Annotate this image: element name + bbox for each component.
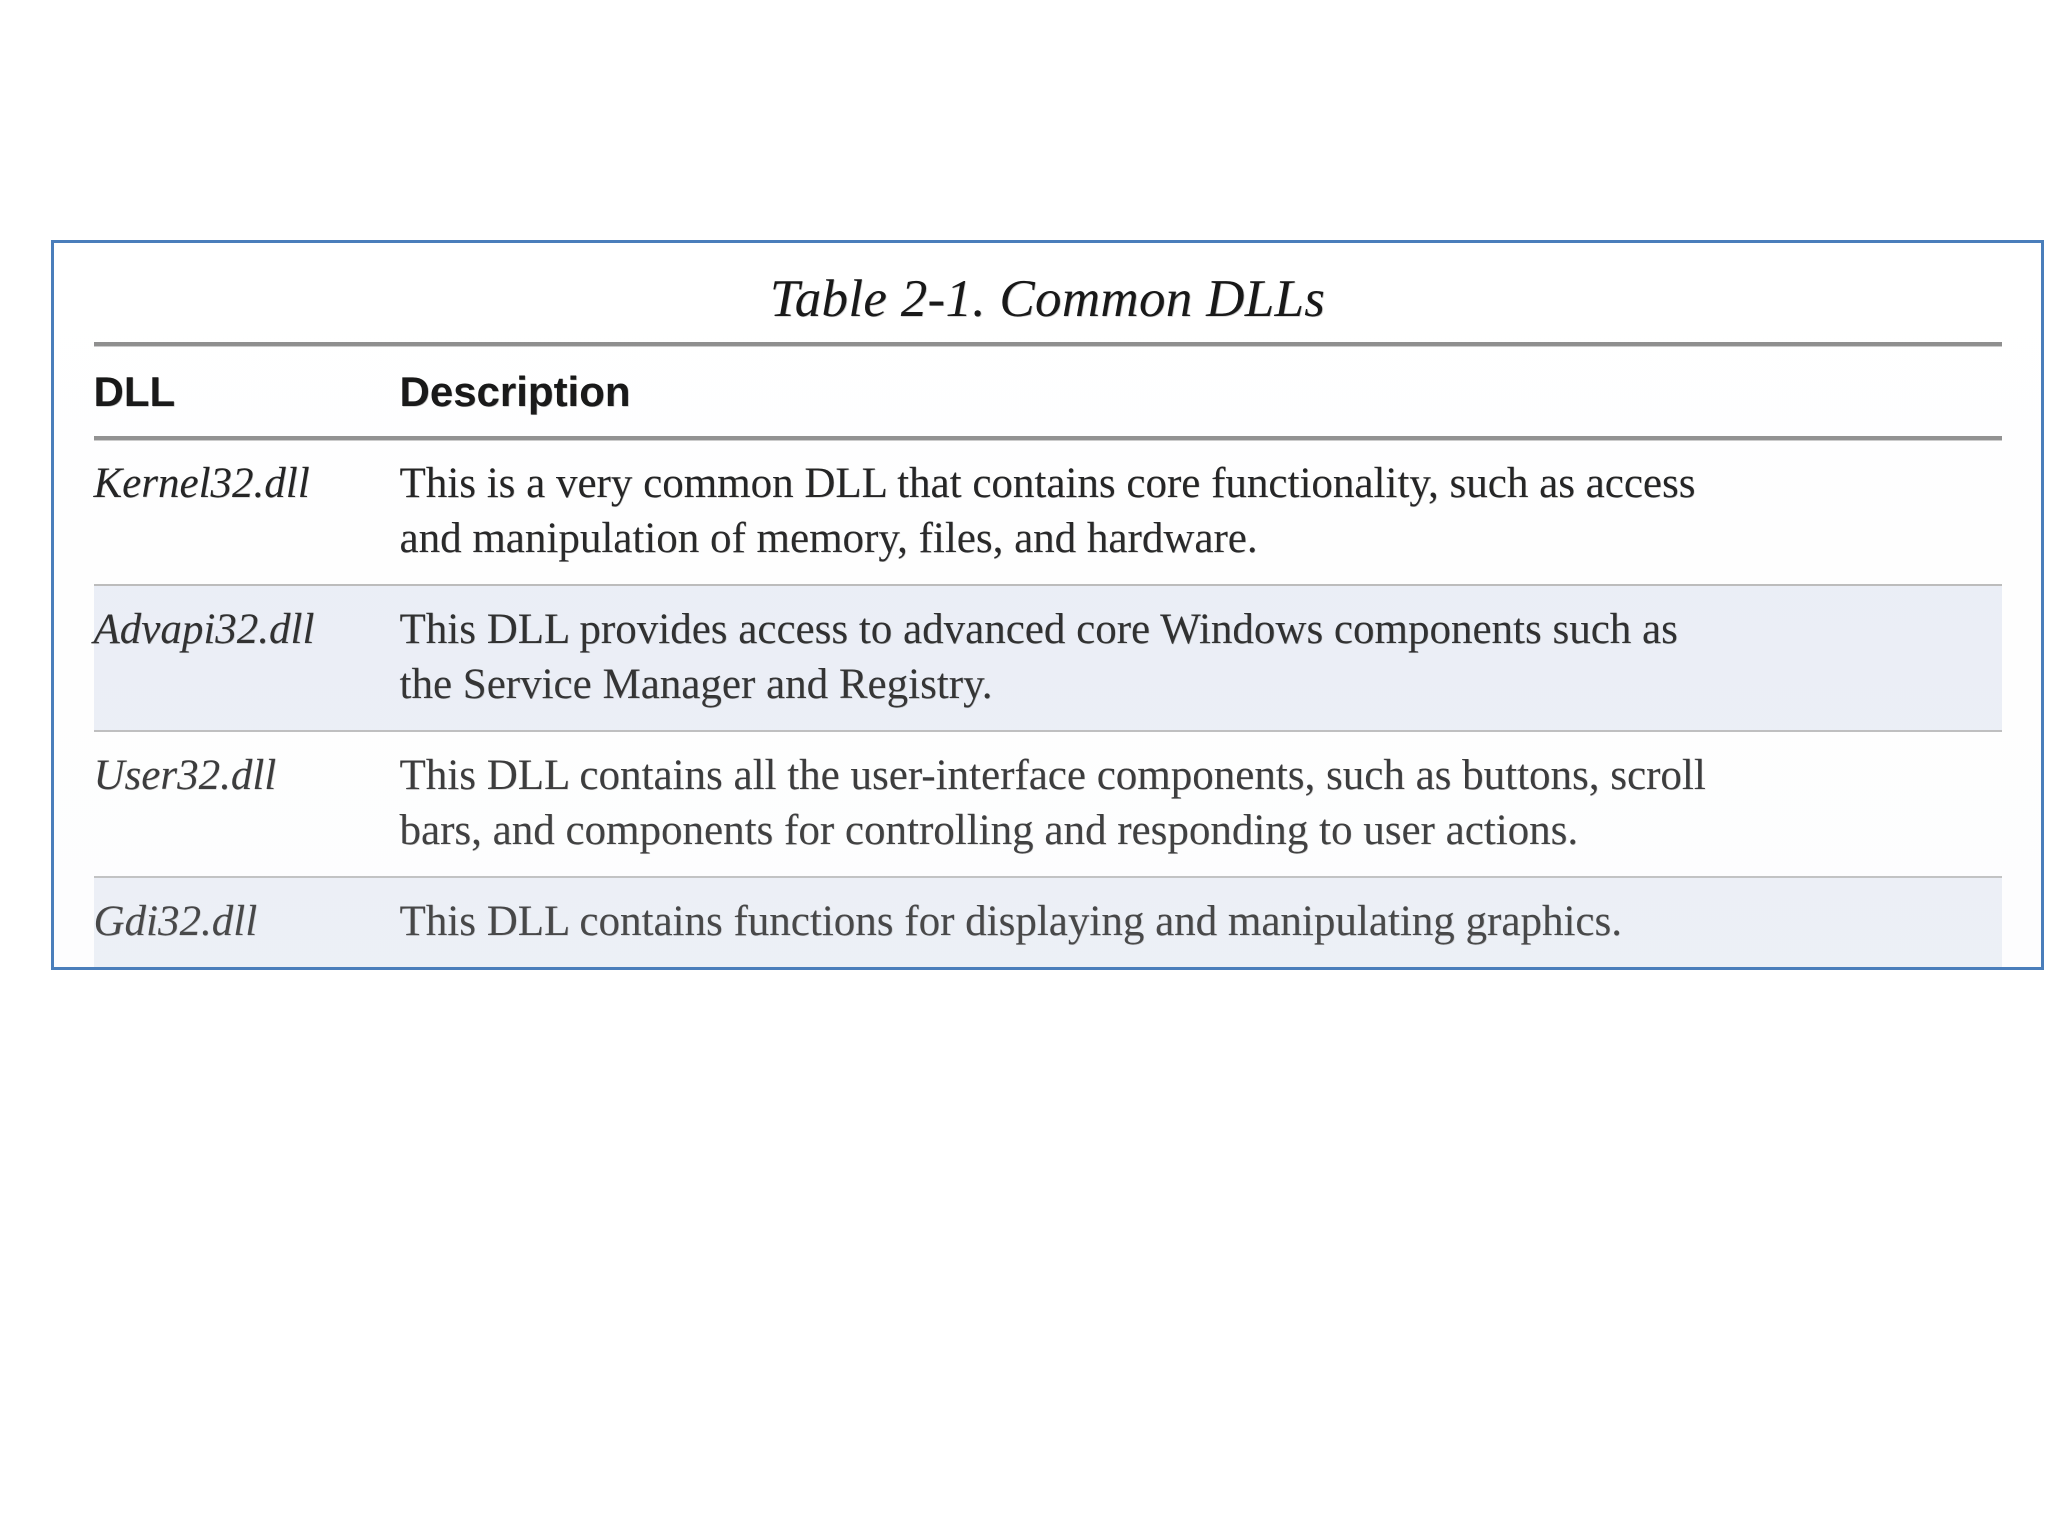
description-line: This DLL contains functions for displayi…: [399, 898, 1622, 946]
cell-dll-name: Advapi32.dll: [93, 584, 386, 732]
description-line: and manipulation of memory, files, and h…: [399, 515, 1258, 563]
cell-dll-name: Gdi32.dll: [93, 876, 386, 967]
cell-description: This DLL contains functions for displayi…: [385, 876, 2002, 967]
table-row: Gdi32.dll This DLL contains functions fo…: [93, 876, 2002, 967]
description-line: the Service Manager and Registry.: [399, 661, 993, 709]
table-row: Kernel32.dll This is a very common DLL t…: [94, 440, 2002, 585]
table-figure-container: Table 2-1. Common DLLs DLL Description: [51, 240, 2044, 970]
table-caption: Table 2-1. Common DLLs: [769, 270, 1326, 328]
description-line: This DLL contains all the user-interface…: [399, 752, 1706, 800]
table-header-rule: [93, 436, 2002, 440]
table-row: Advapi32.dll This DLL provides access to…: [93, 584, 2002, 732]
table-header-row: DLL Description: [94, 346, 2002, 436]
common-dlls-table-body: Kernel32.dll This is a very common DLL t…: [93, 440, 2002, 967]
column-header-dll: DLL: [93, 368, 176, 415]
table-figure-inner: Table 2-1. Common DLLs DLL Description: [54, 243, 2041, 967]
cell-description: This DLL contains all the user-interface…: [385, 730, 2002, 878]
cell-dll-name: Kernel32.dll: [93, 460, 310, 507]
table-top-rule: [93, 342, 2002, 346]
description-line: bars, and components for controlling and…: [399, 807, 1579, 855]
cell-description: This DLL provides access to advanced cor…: [385, 584, 2002, 732]
column-header-description: Description: [399, 368, 631, 415]
cell-description: This is a very common DLL that contains …: [386, 440, 2002, 585]
description-line: This DLL provides access to advanced cor…: [399, 606, 1678, 654]
table-header: DLL Description: [94, 346, 2002, 436]
table-body: Kernel32.dll This is a very common DLL t…: [93, 440, 2002, 967]
table-row: User32.dll This DLL contains all the use…: [93, 730, 2002, 878]
cell-dll-name: User32.dll: [93, 730, 386, 878]
description-line: This is a very common DLL that contains …: [399, 460, 1696, 507]
common-dlls-table: DLL Description: [94, 346, 2002, 436]
